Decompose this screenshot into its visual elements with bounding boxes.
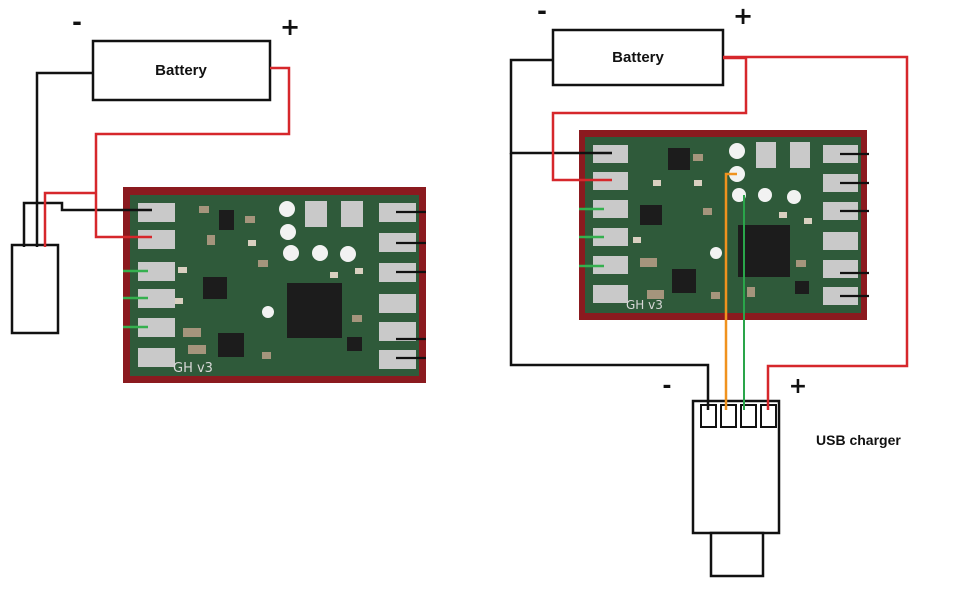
left-red-wire-battery <box>94 66 291 239</box>
usb-charger-label: USB charger <box>816 432 901 448</box>
usb-charger-minus-sign: - <box>662 374 671 399</box>
left-black-wire-pad1 <box>22 201 152 247</box>
usb-pin-2 <box>720 404 737 428</box>
left-battery-minus-sign: - <box>72 8 82 36</box>
right-wires <box>509 55 909 410</box>
right-battery-minus-sign: - <box>537 0 547 25</box>
left-red-wire-block <box>43 191 96 247</box>
left-black-wire-battery <box>35 71 93 247</box>
right-pcb-board: GH v3 <box>579 130 867 320</box>
right-battery-plus-sign: + <box>733 2 753 30</box>
usb-pin-3 <box>740 404 757 428</box>
right-black-wire-usb <box>509 153 710 410</box>
right-red-wire-usb <box>723 55 909 410</box>
left-battery-plus-sign: + <box>280 13 300 41</box>
usb-charger-plug <box>709 531 765 578</box>
left-diagram: Battery - + <box>10 8 426 383</box>
left-pcb-silk-label: GH v3 <box>173 361 213 376</box>
right-battery-box <box>551 28 725 87</box>
right-black-wire-pad1 <box>509 58 612 155</box>
left-switch-block <box>10 243 60 335</box>
right-diagram: Battery - + <box>509 0 909 578</box>
right-pcb-silk-label: GH v3 <box>626 298 663 312</box>
left-battery-box <box>91 39 272 102</box>
left-pcb-board: GH v3 <box>123 187 426 383</box>
usb-charger: USB charger - + <box>662 374 901 578</box>
usb-charger-plus-sign: + <box>789 374 807 399</box>
right-battery-label: Battery <box>612 49 664 66</box>
left-wires <box>22 66 426 360</box>
left-battery-label: Battery <box>155 62 207 79</box>
right-orange-wire <box>724 172 737 410</box>
